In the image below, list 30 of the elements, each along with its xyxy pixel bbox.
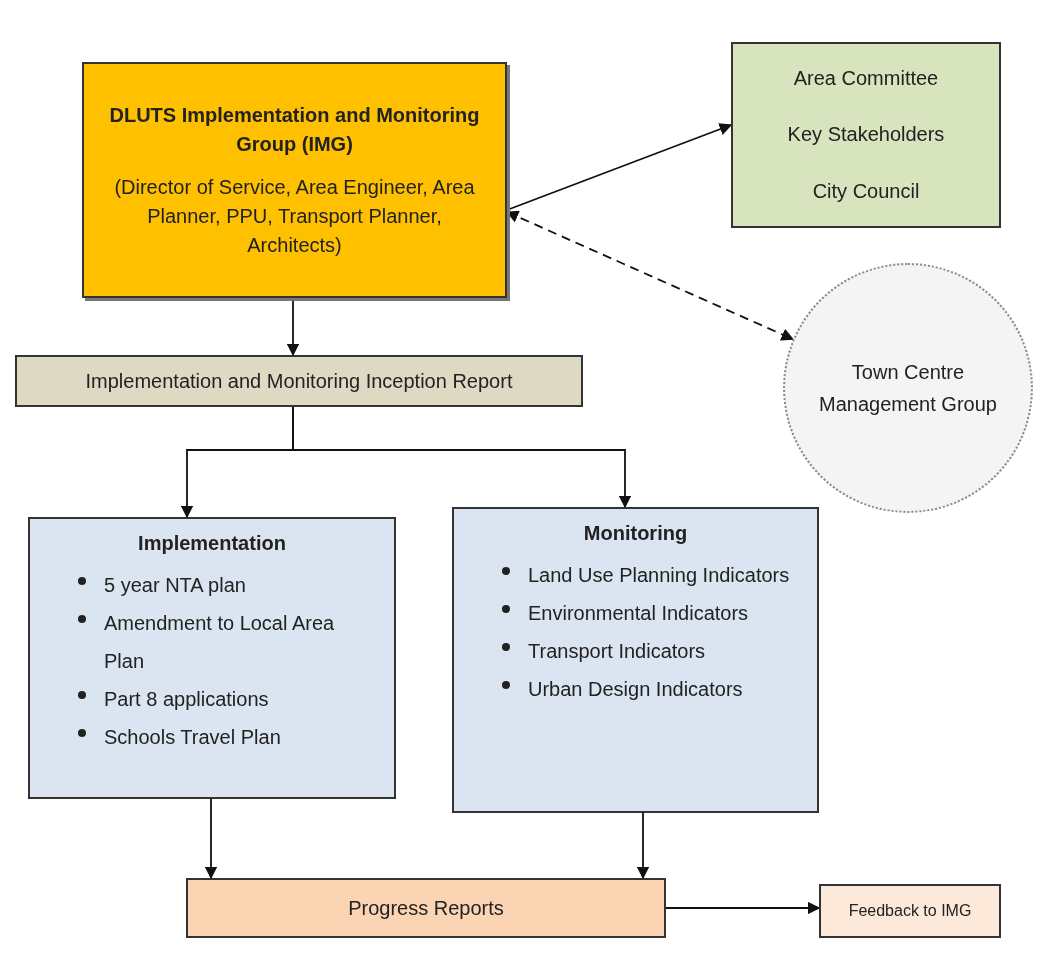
process-box [82, 62, 507, 298]
arrow [204, 798, 218, 880]
bullet-text: Schools Travel Plan [104, 725, 281, 750]
arrow [665, 901, 821, 915]
box-label: Implementation and Monitoring Inception Report [85, 368, 513, 394]
bullet-text: Part 8 applications [104, 687, 269, 712]
bullet-text: Amendment to Local Area Plan [104, 611, 336, 674]
stakeholder-text: Key Stakeholders [787, 122, 945, 148]
box-body: (Director of Service, Area Engineer, Area Planner, PPU, Transport Planner, Architects) [113, 174, 476, 258]
arrow [292, 406, 632, 509]
process-box [15, 355, 583, 407]
box-heading: Implementation [137, 531, 287, 556]
process-box [186, 878, 666, 938]
list-box [28, 517, 396, 799]
stakeholder-text: Area Committee [793, 65, 939, 91]
box-label: Town Centre Management Group [818, 360, 998, 417]
bullet-text: Urban Design Indicators [528, 677, 743, 702]
bullet-text: Transport Indicators [528, 639, 706, 664]
arrow [636, 812, 650, 880]
list-box [452, 507, 819, 813]
stakeholder-box [731, 42, 1001, 228]
bullet-text: Land Use Planning Indicators [528, 563, 790, 588]
box-label: Feedback to IMG [848, 901, 972, 922]
box-heading: DLUTS Implementation and Monitoring Group (IMG) [108, 102, 481, 157]
box-label: Progress Reports [348, 895, 504, 921]
stakeholder-text: City Council [812, 179, 920, 205]
process-box [819, 884, 1001, 938]
bullet-text: 5 year NTA plan [104, 573, 246, 598]
box-heading: Monitoring [582, 521, 689, 546]
bullet-text: Environmental Indicators [528, 601, 749, 626]
